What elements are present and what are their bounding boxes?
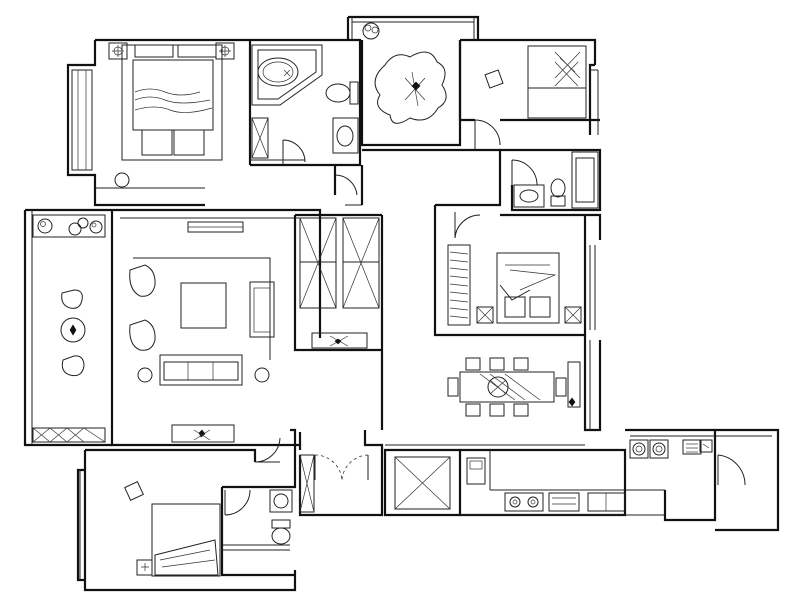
west-balcony [23,208,112,447]
laundry [625,428,780,532]
nightstand-icon [136,559,153,576]
east-bath [500,148,602,212]
sink-icon [513,184,545,208]
coffee-table-icon [180,282,227,329]
nightstand-icon [108,42,235,60]
study-bedroom [458,38,600,150]
north-terrace [346,15,480,147]
bathtub-icon [571,151,599,209]
bed-icon [151,503,221,577]
stove-icon [504,492,544,512]
bathtub-icon [251,44,323,106]
chair-icon [124,481,144,501]
living-room [110,208,322,447]
dining-area [385,335,602,446]
central-hall [333,148,502,430]
bed-icon [496,252,560,324]
toilet-icon [550,178,566,207]
rug-icon [374,51,447,124]
refrigerator-icon [466,457,486,485]
water-heater-icon [682,439,702,455]
door-swing-icon [314,454,369,481]
oven-icon [548,492,580,512]
wardrobe-corridor [293,213,382,352]
wardrobe-icon [447,244,471,326]
desk-lamp-icon [554,51,581,87]
south-bath [220,428,297,577]
dining-table-icon [447,357,567,417]
chair-icon [484,69,504,89]
plant-icon [37,217,103,236]
stool-icon [114,172,130,188]
plant-icon [362,22,380,40]
south-bedroom [76,437,297,592]
side-table-icon [60,317,86,343]
plant-icon [193,429,211,441]
master-bedroom [66,38,252,207]
armchair-icon [61,289,85,377]
washing-machine-icon [629,439,669,459]
sink-icon [332,117,359,154]
sink-icon [269,489,293,513]
master-bath [250,38,362,167]
bed-icon [121,44,223,161]
toilet-icon [271,519,291,545]
second-bedroom [433,205,602,337]
armchair-icon [129,264,275,351]
elevator [383,448,462,517]
kitchen [460,448,666,517]
nightstand-icon [476,306,582,324]
sink-icon [587,492,626,512]
toilet-icon [325,81,359,105]
sofa-icon [159,354,243,386]
entrance [298,430,384,517]
